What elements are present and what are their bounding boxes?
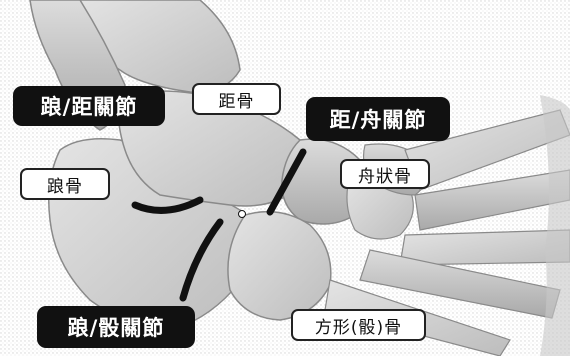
cuboid-shape <box>227 210 332 321</box>
label-calcaneus-bone-text: 踉骨 <box>47 176 83 197</box>
label-talus-bone-text: 距骨 <box>218 91 255 112</box>
label-calcaneo-talar-joint-text: 踉/距關節 <box>40 95 138 119</box>
label-talus-bone: 距骨 <box>192 83 281 115</box>
label-navicular-bone: 舟狀骨 <box>340 159 430 189</box>
label-talo-navicular-joint: 距/舟關節 <box>306 97 450 141</box>
metatarsal-3-shape <box>399 229 570 266</box>
joint-marker-dot <box>238 210 246 218</box>
label-calcaneus-bone: 踉骨 <box>20 168 110 200</box>
calcaneo-talar-joint-line <box>131 196 204 214</box>
label-calcaneo-cuboid-joint: 踉/骰關節 <box>37 306 195 348</box>
label-talo-navicular-joint-text: 距/舟關節 <box>329 108 427 132</box>
talo-navicular-joint-line <box>266 148 307 216</box>
label-calcaneo-talar-joint: 踉/距關節 <box>13 86 165 126</box>
phalanges-shape <box>540 95 570 356</box>
label-calcaneo-cuboid-joint-text: 踉/骰關節 <box>67 316 165 340</box>
label-cuboid-bone-text: 方形(骰)骨 <box>314 317 403 338</box>
metatarsal-2-shape <box>414 169 570 231</box>
calcaneo-cuboid-joint-line <box>179 218 224 302</box>
label-cuboid-bone: 方形(骰)骨 <box>291 309 426 341</box>
label-navicular-bone-text: 舟狀骨 <box>358 166 412 187</box>
